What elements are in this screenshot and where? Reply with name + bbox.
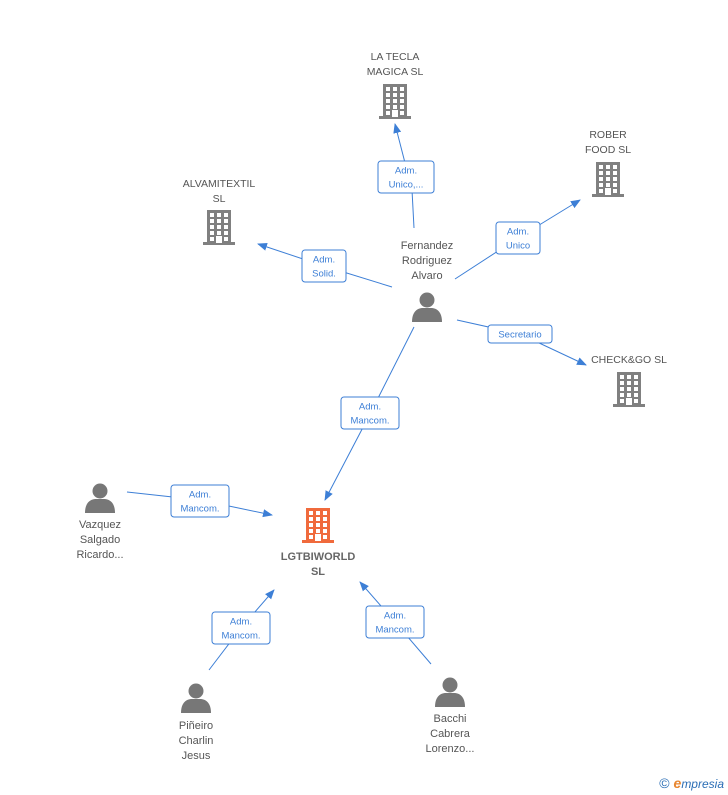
edge-label-box[interactable] (301, 249, 347, 283)
edge-label-text: Adm. (313, 255, 335, 266)
brand-initial: e (673, 775, 682, 791)
edge-label-text: Mancom. (180, 504, 219, 515)
edge-fernandez-roberfood: Adm. Unico (454, 199, 581, 280)
brand-footer: © empresia (659, 775, 724, 791)
edge-label-text: Unico (506, 241, 530, 252)
edge-label-text: Adm. (395, 166, 417, 177)
node-label: Cabrera (430, 728, 471, 740)
node-label: Charlin (179, 735, 214, 747)
edge-label-text: Secretario (498, 330, 541, 341)
edge-label-text: Adm. (507, 227, 529, 238)
edge-label-text: Adm. (359, 402, 381, 413)
node-label: MAGICA SL (367, 66, 424, 78)
node-label: SL (311, 566, 325, 578)
edge-label-box[interactable] (487, 324, 553, 344)
edge-fernandez-latecla: Adm. Unico,... (377, 123, 435, 229)
edge-label-text: Mancom. (221, 631, 260, 642)
person-icon (181, 683, 211, 713)
copyright-icon: © (659, 775, 670, 791)
edge-label-text: Unico,... (389, 180, 424, 191)
person-icon (435, 677, 465, 707)
edge-fernandez-lgtbiworld: Adm. Mancom. (324, 326, 415, 501)
node-alvamitextil[interactable]: ALVAMITEXTIL SL (183, 178, 256, 245)
node-label: SL (213, 193, 226, 205)
node-label: Fernandez (401, 240, 454, 252)
node-label: Lorenzo... (426, 743, 475, 755)
building-icon (203, 210, 235, 245)
node-label: Alvaro (411, 270, 442, 282)
node-checkgo[interactable]: CHECK&GO SL (591, 354, 667, 407)
node-latecla[interactable]: LA TECLA MAGICA SL (367, 51, 424, 119)
node-vazquez[interactable]: VazquezSalgadoRicardo... (76, 483, 124, 562)
edge-pineiro-lgtbiworld: Adm. Mancom. (208, 589, 275, 671)
edge-fernandez-checkgo: Secretario (456, 319, 587, 366)
node-label: ALVAMITEXTIL (183, 178, 256, 190)
building-icon (613, 372, 645, 407)
edge-label-box[interactable] (340, 396, 400, 430)
node-label: Jesus (182, 750, 211, 762)
node-bacchi[interactable]: BacchiCabreraLorenzo... (426, 677, 475, 756)
edge-label-text: Mancom. (350, 416, 389, 427)
node-label: CHECK&GO SL (591, 354, 667, 366)
edge-label-box[interactable] (170, 484, 230, 518)
edge-label-text: Solid. (312, 269, 336, 280)
node-lgtbiworld[interactable]: LGTBIWORLD SL (281, 508, 356, 578)
edge-label-text: Adm. (230, 617, 252, 628)
edge-label-box[interactable] (495, 221, 541, 255)
node-label: Ricardo... (76, 549, 123, 561)
edge-bacchi-lgtbiworld: Adm. Mancom. (359, 581, 432, 665)
person-icon (412, 292, 442, 322)
edge-label-text: Adm. (189, 490, 211, 501)
edge-label-text: Mancom. (375, 625, 414, 636)
node-label: Salgado (80, 534, 120, 546)
building-icon (379, 84, 411, 119)
edge-label-box[interactable] (365, 605, 425, 639)
node-label: LGTBIWORLD (281, 551, 356, 563)
brand-name[interactable]: mpresia (681, 777, 724, 791)
node-label: Piñeiro (179, 720, 213, 732)
node-roberfood[interactable]: ROBER FOOD SL (585, 129, 631, 197)
edge-label-text: Adm. (384, 611, 406, 622)
node-label: ROBER (589, 129, 627, 141)
building-icon (592, 162, 624, 197)
node-label: LA TECLA (371, 51, 420, 63)
person-icon (85, 483, 115, 513)
node-label: Bacchi (433, 713, 466, 725)
focus-building-icon (302, 508, 334, 543)
edge-fernandez-alvamitextil: Adm. Solid. (257, 243, 393, 288)
edge-label-box[interactable] (377, 160, 435, 194)
edge-vazquez-lgtbiworld: Adm. Mancom. (126, 484, 273, 518)
node-label: FOOD SL (585, 144, 631, 156)
node-label: Rodriguez (402, 255, 452, 267)
edge-label-box[interactable] (211, 611, 271, 645)
node-label: Vazquez (79, 519, 121, 531)
